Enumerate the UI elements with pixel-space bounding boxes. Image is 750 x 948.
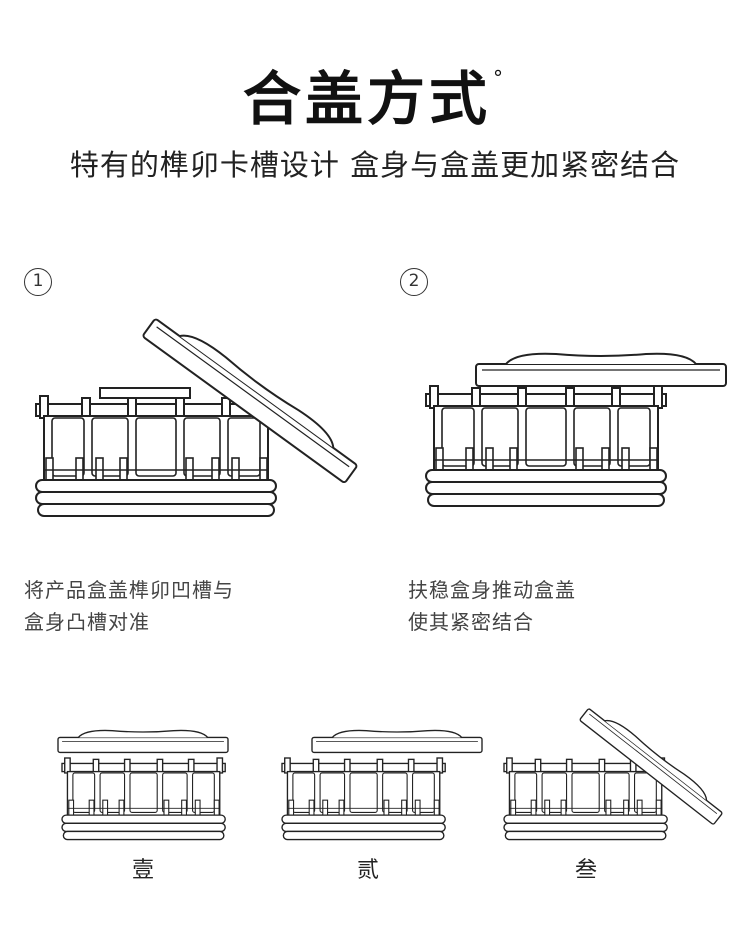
stage-3-illustration bbox=[503, 702, 728, 841]
step-2-marker: 2 bbox=[400, 268, 428, 296]
step-1-caption-line-1: 将产品盒盖榫卯凹槽与 bbox=[24, 578, 234, 602]
step-1-caption: 将产品盒盖榫卯凹槽与 盒身凸槽对准 bbox=[24, 574, 234, 638]
stage-2-illustration bbox=[281, 729, 483, 841]
stage-1-illustration bbox=[57, 729, 229, 841]
title-dot: ° bbox=[493, 66, 507, 90]
stage-1-label: 壹 bbox=[131, 858, 154, 883]
page-subtitle: 特有的榫卯卡槽设计 盒身与盒盖更加紧密结合 bbox=[69, 148, 681, 182]
step-2-caption: 扶稳盒身推动盒盖 使其紧密结合 bbox=[408, 574, 576, 638]
stage-3-label: 叁 bbox=[574, 858, 597, 883]
step-2-caption-line-1: 扶稳盒身推动盒盖 bbox=[408, 578, 576, 602]
step-2-illustration bbox=[425, 352, 727, 507]
step-2-caption-line-2: 使其紧密结合 bbox=[408, 610, 534, 634]
stage-2-label: 贰 bbox=[356, 858, 379, 883]
step-1-caption-line-2: 盒身凸槽对准 bbox=[24, 610, 150, 634]
step-1-marker: 1 bbox=[24, 268, 52, 296]
page-title: 合盖方式° bbox=[242, 65, 507, 133]
step-1-illustration bbox=[35, 309, 365, 517]
